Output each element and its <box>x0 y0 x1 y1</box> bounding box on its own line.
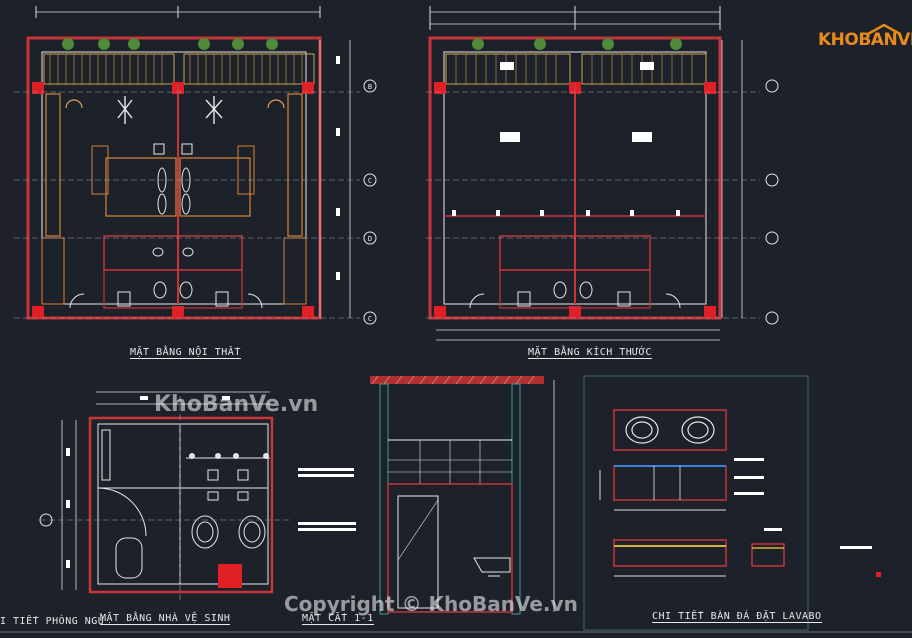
khobanve-logo: KHOBANVE <box>818 23 912 56</box>
lavabo-detail <box>583 375 881 631</box>
section-title: MẶT CẮT 1-1 <box>302 613 374 625</box>
house-roof-icon <box>867 23 901 36</box>
logo-text: KHOBANVE <box>818 30 912 50</box>
grid-bubble-b: B <box>368 83 372 91</box>
bedroom-detail-title: I TIẾT PHÒNG NGỦ <box>0 616 105 627</box>
interior-plan: B C D C <box>14 6 377 325</box>
grid-bubble-c2: C <box>368 315 372 323</box>
wc-plan-title: MẶT BẰNG NHÀ VỆ SINH <box>100 613 231 625</box>
grid-bubble-d: D <box>368 235 372 243</box>
wc-plan <box>39 391 290 600</box>
lavabo-detail-title: CHI TIẾT BÀN ĐÁ ĐẶT LAVABO <box>652 611 822 623</box>
dimension-plan-title: MẶT BẰNG KÍCH THƯỚC <box>528 347 652 359</box>
interior-plan-title: MẶT BẰNG NỘI THẤT <box>130 347 241 359</box>
section-view <box>298 375 555 615</box>
grid-bubble-c: C <box>368 177 372 185</box>
copyright-watermark: Copyright © KhoBanVe.vn <box>284 592 578 616</box>
site-watermark: KhoBanVe.vn <box>154 392 319 417</box>
dimension-plan <box>426 6 779 341</box>
